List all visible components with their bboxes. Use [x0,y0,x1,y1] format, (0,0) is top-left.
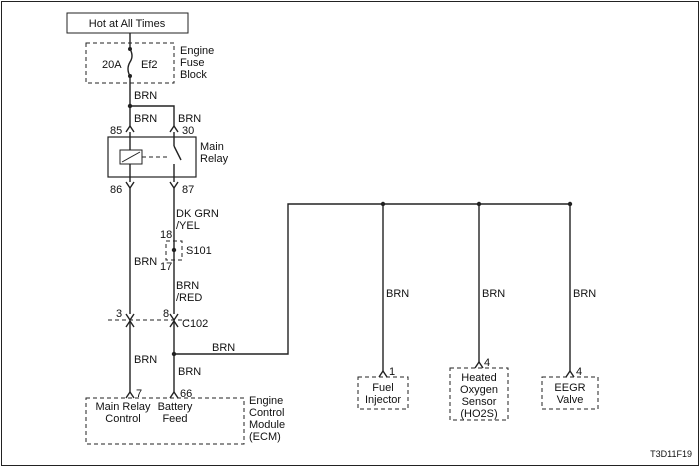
main-relay-label-line1: Main [200,141,224,153]
splice-s101-node [171,247,177,253]
ho2s-box [449,367,509,421]
fuse-output-wire-label: BRN [134,90,157,102]
ecm-right-label-line1: Battery [158,401,193,413]
ho2s-label-line4: (HO2S) [460,408,497,420]
power-label: Hot at All Times [89,18,166,30]
relay-coil-diagonal [121,151,141,163]
ho2s-label-line1: Heated [461,372,496,384]
figure-id: T3D11F19 [650,449,692,459]
ecm-name-line3: Module [249,419,285,431]
ho2s-label-line2: Oxygen [460,384,498,396]
brnred-wire-label-line1: BRN [176,280,199,292]
eegr-label-line1: EEGR [554,382,585,394]
splice-pin-top: 18 [160,229,172,241]
connector-id: C102 [182,318,208,330]
pin85-wire-label: BRN [134,113,157,125]
ecm-name-line2: Control [249,407,284,419]
ho2s-label-line3: Sensor [462,396,497,408]
fuse-rating: 20A [102,59,122,71]
main-relay-label-line2: Relay [200,153,229,165]
fuse-block-label-line3: Block [180,69,207,81]
injector-wire-label: BRN [386,288,409,300]
pin85-number: 85 [110,125,122,137]
injector-box [357,376,409,410]
ecm-name-line4: (ECM) [249,431,281,443]
brnred-wire-label-line2: /RED [176,292,202,304]
injector-label-line1: Fuel [372,382,393,394]
fuse-block-label-line2: Fuse [180,57,204,69]
power-label-box [66,12,189,34]
ecm-pin-right: 66 [180,388,192,400]
ho2s-terminal [474,360,484,369]
pin87-terminal [169,181,179,190]
eegr-wire-label: BRN [573,288,596,300]
ecm-box [85,397,245,445]
pin86-terminal [125,181,135,190]
eegr-label-line2: Valve [557,394,584,406]
right-low-wire-label: BRN [178,366,201,378]
eegr-box [541,376,599,410]
ecm-right-label-line2: Feed [162,413,187,425]
splice-pin-bottom: 17 [160,261,172,273]
left-low-wire-label: BRN [134,354,157,366]
ecm-left-label-line1: Main Relay [95,401,151,413]
fuse-id: Ef2 [141,59,158,71]
injector-pin: 1 [389,366,395,378]
fuse-block-label-line1: Engine [180,45,214,57]
bus-wire-label: BRN [212,342,235,354]
eegr-pin: 4 [576,366,582,378]
fuse-icon [127,48,133,77]
ecm-left-label-line2: Control [105,413,140,425]
injector-label-line2: Injector [365,394,401,406]
brn-bus-wire [174,203,570,355]
ecm-pin-left: 7 [136,388,142,400]
ecm-name-line1: Engine [249,395,283,407]
c102-pin8-top [169,313,179,322]
splice-id: S101 [186,245,212,257]
injector-terminal [378,369,388,378]
ho2s-wire-label: BRN [482,288,505,300]
c102-pin3-top [125,313,135,322]
pin85-terminal [125,124,135,133]
pin30-number: 30 [182,125,194,137]
ecm-pin66-terminal [169,390,179,399]
left-mid-wire-label: BRN [134,256,157,268]
ecm-pin7-terminal [125,390,135,399]
dkgrn-wire-label-line1: DK GRN [176,208,219,220]
ho2s-pin: 4 [484,357,490,369]
pin30-feed-wire [130,105,175,126]
pin86-number: 86 [110,184,122,196]
eegr-terminal [565,369,575,378]
pin30-terminal [169,124,179,133]
pin30-wire-label: BRN [178,113,201,125]
c102-pin-left: 3 [116,308,122,320]
relay-switch-contact-icon [173,145,182,161]
dkgrn-wire-label-line2: /YEL [176,220,200,232]
c102-pin-right: 8 [163,308,169,320]
pin87-number: 87 [182,184,194,196]
